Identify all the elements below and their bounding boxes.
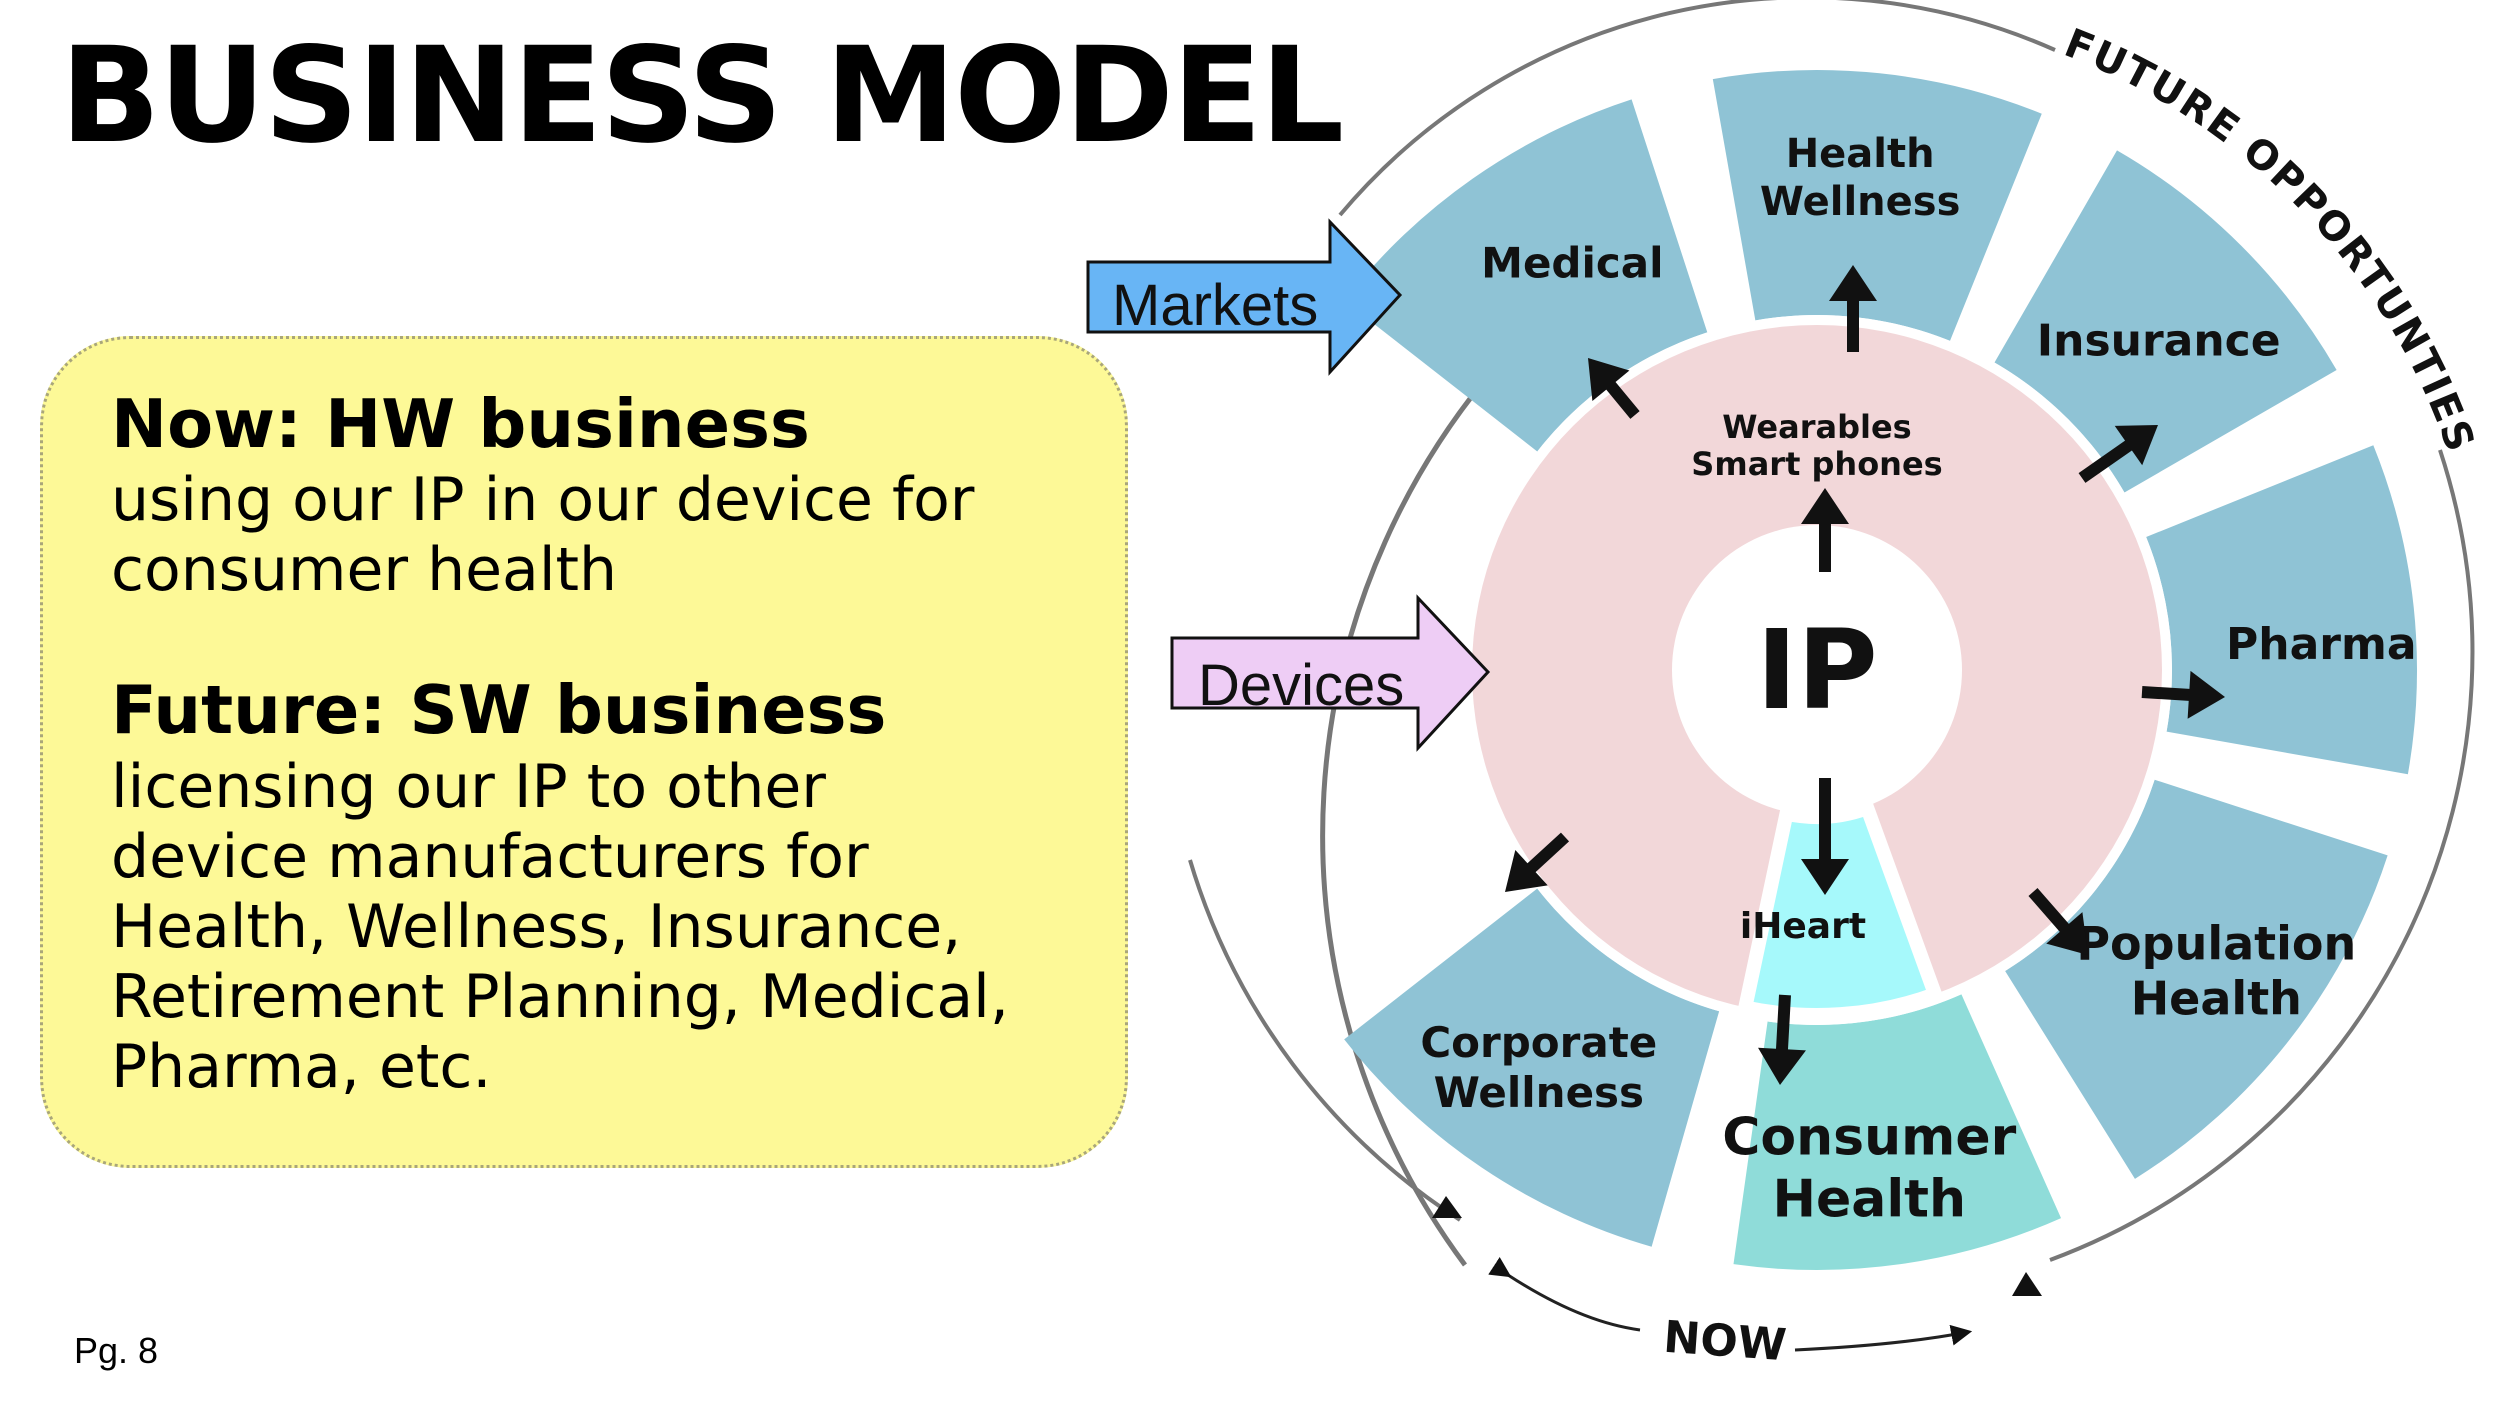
markets-arrow [1086,218,1403,376]
devices-label-smartphones: Smart phones [1691,445,1942,483]
segment-consumer-health [1733,994,2062,1271]
segment-corporate-wellness [1344,888,1720,1247]
segment-label-pharma: Pharma [2226,619,2417,670]
markets-callout-label: Markets [1112,273,1318,338]
segment-population-health [2005,779,2388,1179]
segment-label-insurance: Insurance [2037,315,2281,366]
segment-label-corporate-wellness: Wellness [1434,1068,1645,1117]
page-title: BUSINESS MODEL [60,19,1344,173]
segment-label-medical: Medical [1481,239,1663,288]
ip-label: IP [1756,606,1878,734]
devices-callout-label: Devices [1198,653,1404,718]
arrow-ip-to-iheart [1801,778,1849,895]
segment-label-population-health: Health [2131,972,2302,1026]
markets-callout: Markets [1086,218,1403,376]
arrow-ip-to-wearables [1801,488,1849,572]
arrow-to-insurance [2078,425,2158,483]
segment-label-population-health: Population [2076,916,2356,970]
arrow-iheart-to-consumer-health [1758,994,1806,1085]
ip-hub [1672,525,1962,815]
segment-label-consumer-health: Health [1772,1170,1966,1230]
segment-pharma [2146,445,2418,775]
segment-health-wellness [1712,69,2042,341]
now-arc: NOW [1432,1196,2042,1371]
now-heading: Now: HW business [111,385,810,463]
devices-arrow [1170,594,1491,752]
iheart-segment [1736,799,1944,1022]
flow-arrows [1505,265,2225,1085]
page-number: Pg. 8 [74,1330,159,1371]
segment-label-consumer-health: Consumer [1722,1107,2016,1167]
arrow-to-pharma [2141,670,2225,719]
arrow-to-health-wellness [1829,265,1877,352]
devices-label-wearables: Wearables [1722,408,1911,446]
segment-label-corporate-wellness: Corporate [1420,1018,1657,1067]
arrow-to-population-health [2028,888,2088,955]
iheart-label: iHeart [1740,906,1866,947]
business-summary-box: Now: HW business using our IP in our dev… [40,336,1128,1168]
segment-label-health-wellness: Health [1786,131,1935,177]
market-labels: MedicalHealthWellnessInsurancePharmaPopu… [1420,131,2416,1230]
segment-medical [1344,99,1708,452]
now-description: using our IP in our device for consumer … [111,465,975,606]
future-heading: Future: SW business [111,671,887,750]
now-label: NOW [1662,1312,1788,1371]
arrow-to-corporate-wellness [1505,832,1570,892]
future-description: licensing our IP to other device manufac… [111,751,1009,1102]
segment-label-health-wellness: Wellness [1760,179,1960,225]
devices-callout: Devices [1170,594,1491,752]
segment-insurance [1994,150,2337,493]
arrow-to-medical [1588,358,1640,419]
market-segments [1344,69,2418,1271]
